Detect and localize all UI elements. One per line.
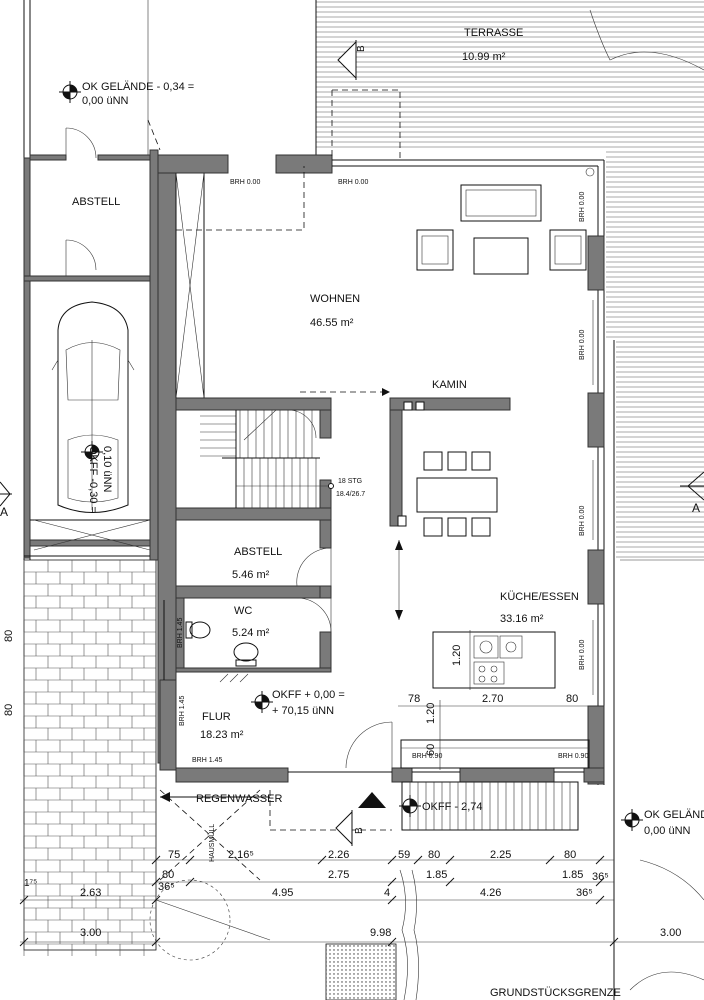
dim-label: 59 xyxy=(398,849,410,861)
level-okff-main: OKFF + 0,00 = xyxy=(272,689,345,701)
garage-structure xyxy=(23,0,159,561)
room-name-terrasse: TERRASSE xyxy=(464,27,523,39)
room-name-wohnen: WOHNEN xyxy=(310,293,360,305)
dim-label: 80 xyxy=(3,704,15,716)
room-area-wc: 5.24 m² xyxy=(232,627,270,639)
section-a-right: A xyxy=(692,501,700,515)
dim-label: 80 xyxy=(566,693,578,705)
right-boundary xyxy=(589,9,704,1000)
brh-label: BRH 1.45 xyxy=(179,696,186,726)
dim-label: 4.95 xyxy=(272,887,293,899)
dim-label: 60 xyxy=(425,744,437,756)
stair-steps: 18 STG xyxy=(338,478,362,485)
room-area-flur: 18.23 m² xyxy=(200,729,244,741)
dim-label: 4.26 xyxy=(480,887,501,899)
level-ok-gelaende-right-nn: 0,00 üNN xyxy=(644,825,691,837)
house-walls xyxy=(157,154,605,785)
dim-label: 80 xyxy=(162,869,174,881)
stair-ratio: 18.4/26.7 xyxy=(336,491,365,498)
level-ok-gelaende-top-nn: 0,00 üNN xyxy=(82,95,129,107)
dim-label: 1.85 xyxy=(426,869,447,881)
section-b-bottom: B xyxy=(354,827,365,834)
car-symbol xyxy=(51,301,135,513)
room-area-kueche: 33.16 m² xyxy=(500,613,544,625)
brh-label: BRH 0.00 xyxy=(579,192,586,222)
dim-label: 36⁵ xyxy=(158,881,175,893)
level-okff-garage-nn: 0,10 üNN xyxy=(101,446,113,493)
dim-label: 80 xyxy=(428,849,440,861)
terrace-hatching xyxy=(315,0,704,558)
paving-pattern xyxy=(23,559,157,956)
dim-label: 2.16⁵ xyxy=(228,849,254,861)
room-area-abstell: 5.46 m² xyxy=(232,569,270,581)
room-name-abstell-top: ABSTELL xyxy=(72,196,120,208)
dim-label: 9.98 xyxy=(370,927,391,939)
brh-label: BRH 0.00 xyxy=(579,506,586,536)
dim-label: 2.75 xyxy=(328,869,349,881)
level-okff-garage: OKFF -0,30 = xyxy=(87,446,99,513)
dim-label: 36⁵ xyxy=(592,871,609,883)
dim-label: 78 xyxy=(408,693,420,705)
dim-label: 2.63 xyxy=(80,887,101,899)
room-name-abstell: ABSTELL xyxy=(234,546,282,558)
label-grundstuecksgrenze: GRUNDSTÜCKSGRENZE xyxy=(490,987,621,999)
doors xyxy=(219,547,393,769)
brh-label: BRH 0.00 xyxy=(338,179,368,186)
dimension-lines xyxy=(19,630,704,947)
brh-label: BRH 0.00 xyxy=(579,640,586,670)
dim-label: 2.70 xyxy=(482,693,503,705)
labels: TERRASSE 10.99 m² ABSTELL WOHNEN 46.55 m… xyxy=(0,27,704,999)
room-name-kueche: KÜCHE/ESSEN xyxy=(500,591,579,603)
section-a-left: A xyxy=(0,505,8,519)
room-area-wohnen: 46.55 m² xyxy=(310,317,354,329)
dim-label: 2.26 xyxy=(328,849,349,861)
dim-label: 36⁵ xyxy=(576,887,593,899)
level-okff-main-nn: + 70,15 üNN xyxy=(272,705,334,717)
wohnen-west-opening xyxy=(175,172,205,399)
room-name-wc: WC xyxy=(234,605,252,617)
brh-label: BRH 1.45 xyxy=(192,757,222,764)
dim-label: 1.20 xyxy=(451,645,463,666)
dim-label: 1.85 xyxy=(562,869,583,881)
dining-table xyxy=(416,451,498,537)
room-guides xyxy=(300,300,594,695)
kitchen-fixtures xyxy=(400,631,590,769)
brh-label: BRH 0.90 xyxy=(412,753,442,760)
label-hausmuell: HAUSMÜLL xyxy=(208,824,216,862)
dim-label: 3.00 xyxy=(660,927,681,939)
dim-label: 2.25 xyxy=(490,849,511,861)
level-okff-stair: OKFF - 2,74 xyxy=(422,801,483,813)
section-markers xyxy=(0,40,704,846)
dim-label: 1⁷⁵ xyxy=(24,878,37,889)
dim-label: 3.00 xyxy=(80,927,101,939)
dim-label: 80 xyxy=(3,630,15,642)
living-furniture xyxy=(416,167,595,275)
room-name-flur: FLUR xyxy=(202,711,231,723)
fireplace-symbol xyxy=(397,401,425,527)
dim-label: 80 xyxy=(564,849,576,861)
boundary-zone xyxy=(149,869,419,1000)
label-regenwasser: REGENWASSER xyxy=(196,793,282,805)
main-staircase xyxy=(200,409,334,508)
brh-label: BRH 1.45 xyxy=(177,618,184,648)
brh-label: BRH 0.00 xyxy=(230,179,260,186)
dim-label: 4 xyxy=(384,887,390,899)
section-b-top: B xyxy=(356,45,367,52)
dim-label: 75 xyxy=(168,849,180,861)
wc-fixtures xyxy=(185,621,259,667)
brh-label: BRH 0.90 xyxy=(558,753,588,760)
level-markers xyxy=(59,81,643,831)
room-name-kamin: KAMIN xyxy=(432,379,467,391)
level-ok-gelaende-top: OK GELÄNDE - 0,34 = xyxy=(82,81,194,93)
dim-label: 1.20 xyxy=(425,703,437,724)
room-area-terrasse: 10.99 m² xyxy=(462,51,506,63)
dashed-outlines xyxy=(147,89,401,881)
rainwater-arrow xyxy=(160,792,270,802)
lower-staircase xyxy=(401,781,579,831)
brh-label: BRH 0.00 xyxy=(579,330,586,360)
level-ok-gelaende-right: OK GELÄNDE xyxy=(644,809,704,821)
